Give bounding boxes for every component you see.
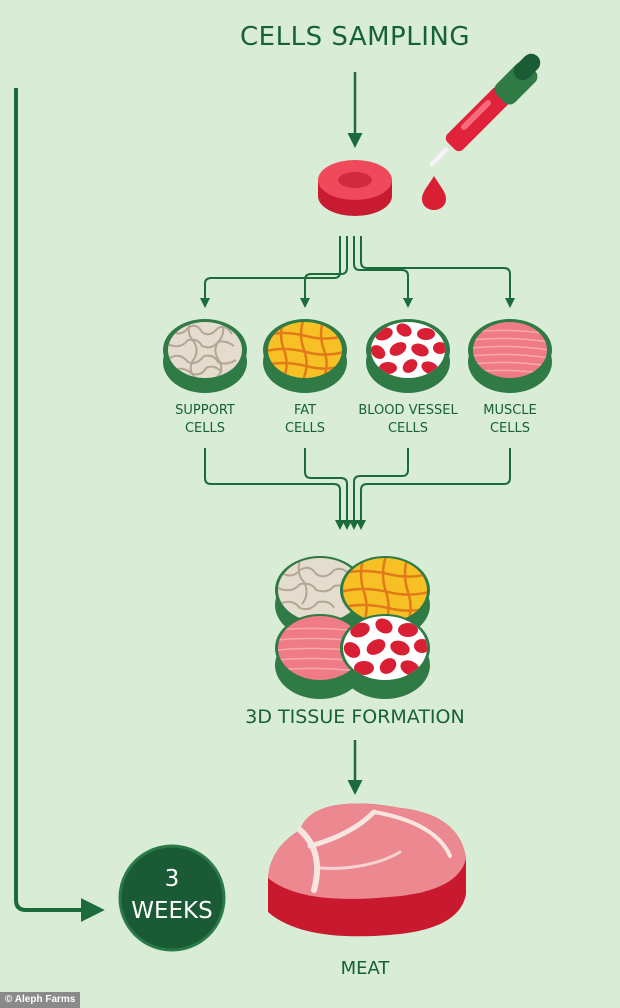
3d-tissue-cluster xyxy=(275,556,430,699)
support-cells-disc xyxy=(163,319,247,393)
blood-drop-icon xyxy=(422,176,446,210)
weeks-number: 3 xyxy=(164,866,180,892)
cells-sampling-title: CELLS SAMPLING xyxy=(240,22,470,52)
meat-steak-icon xyxy=(268,803,466,937)
muscle-cells-disc xyxy=(468,319,552,393)
dropper-icon xyxy=(429,53,541,167)
3d-tissue-formation-label: 3D TISSUE FORMATION xyxy=(245,706,465,728)
blood-vessel-cells-label: BLOOD VESSEL CELLS xyxy=(358,403,458,436)
weeks-unit: WEEKS xyxy=(131,898,213,924)
branch-arrows xyxy=(200,236,515,308)
support-cells-label: SUPPORT CELLS xyxy=(175,403,235,436)
timeline-arrow xyxy=(14,88,105,922)
weeks-circle xyxy=(120,846,224,950)
fat-cells-label: FAT CELLS xyxy=(284,403,326,436)
muscle-cells-label: MUSCLE CELLS xyxy=(483,403,537,436)
blood-vessel-cells-disc xyxy=(366,319,450,393)
meat-label: MEAT xyxy=(340,958,390,979)
fat-cells-disc xyxy=(263,319,347,393)
credit-label: © Aleph Farms xyxy=(0,992,81,1008)
merge-arrows xyxy=(204,448,511,530)
cell-sample-disc xyxy=(318,160,392,216)
